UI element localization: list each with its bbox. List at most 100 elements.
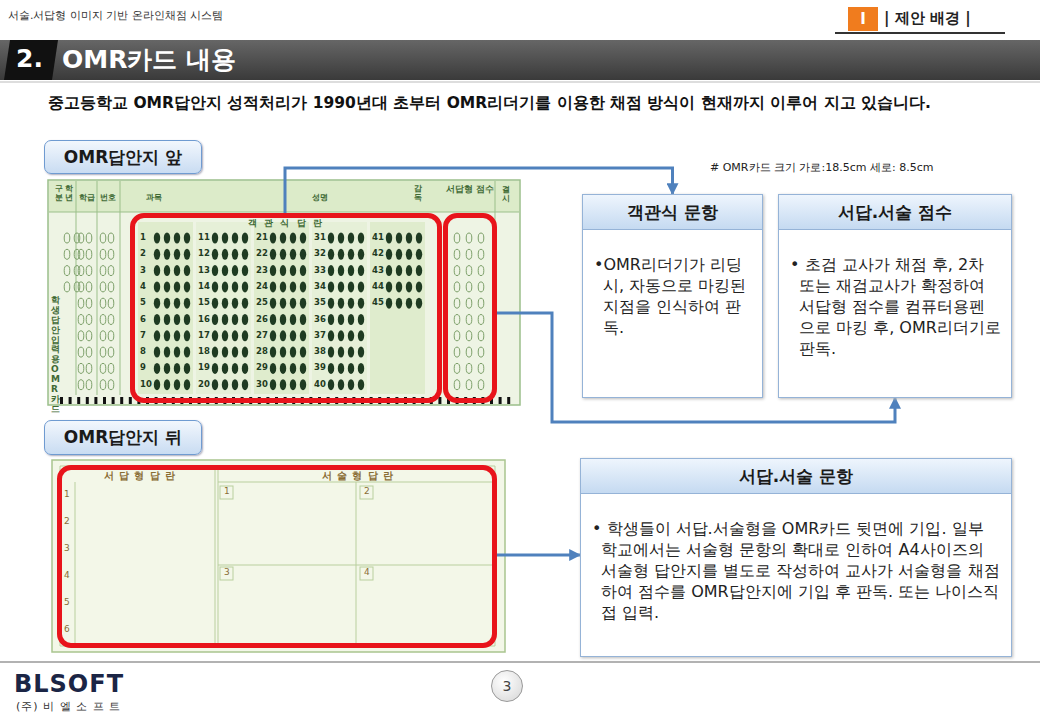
- answer-column-shade: [138, 222, 193, 394]
- id-bubble: [108, 363, 114, 373]
- highlight-frame: 객 관 식 답 란: [130, 213, 442, 403]
- section-number: 2.: [16, 44, 43, 73]
- answer-bubble: [164, 314, 170, 325]
- answer-bubble: [242, 379, 248, 390]
- answer-bubble: [280, 281, 286, 292]
- id-bubble: [108, 266, 114, 276]
- answer-bubble: [184, 363, 190, 374]
- score-bubble: [466, 282, 472, 292]
- answer-bubble: [386, 265, 392, 276]
- score-bubble: [478, 363, 484, 373]
- answer-bubble: [164, 233, 170, 244]
- id-bubble: [86, 363, 92, 373]
- answer-bubble: [232, 330, 238, 341]
- answer-bubble: [290, 363, 296, 374]
- page-number: 3: [491, 670, 523, 702]
- highlight-frame: 서답형 점수: [443, 213, 497, 403]
- timing-mark: [103, 397, 106, 404]
- score-bubble: [454, 233, 460, 243]
- question-number: 23: [256, 265, 268, 275]
- id-bubble: [100, 331, 106, 341]
- timing-mark: [120, 397, 123, 404]
- id-bubble: [100, 282, 106, 292]
- answer-bubble: [300, 233, 306, 244]
- answer-bubble: [280, 249, 286, 260]
- score-bubble: [454, 249, 460, 259]
- card-field: 구분: [55, 185, 63, 203]
- answer-bubble: [358, 281, 364, 292]
- answer-bubble: [164, 249, 170, 260]
- answer-bubble: [300, 330, 306, 341]
- answer-bubble: [280, 379, 286, 390]
- answer-bubble: [154, 265, 160, 276]
- card-field: 결시: [502, 186, 510, 204]
- question-number: 4: [140, 281, 146, 291]
- answer-bubble: [338, 347, 344, 358]
- answer-bubble: [174, 249, 180, 260]
- answer-bubble: [222, 281, 228, 292]
- answer-bubble: [184, 249, 190, 260]
- short-answer-number: 1: [64, 489, 70, 499]
- score-bubble: [466, 315, 472, 325]
- id-bubble: [108, 315, 114, 325]
- answer-bubble: [174, 281, 180, 292]
- answer-bubble: [164, 330, 170, 341]
- question-number: 26: [256, 314, 268, 324]
- answer-bubble: [348, 330, 354, 341]
- id-bubble: [78, 315, 84, 325]
- answer-bubble: [174, 347, 180, 358]
- answer-bubble: [154, 363, 160, 374]
- answer-bubble: [338, 233, 344, 244]
- box-body: •OMR리더기가 리딩시, 자동으로 마킹된 지점을 인식하여 판독.: [583, 230, 762, 348]
- score-bubble: [478, 282, 484, 292]
- answer-bubble: [300, 363, 306, 374]
- answer-bubble: [290, 281, 296, 292]
- node-text: OMR답안지 뒤: [64, 426, 182, 449]
- id-bubble: [86, 233, 92, 243]
- section-badge: Ⅰ: [848, 7, 878, 31]
- answer-bubble: [338, 330, 344, 341]
- answer-bubble: [290, 249, 296, 260]
- answer-bubble: [174, 298, 180, 309]
- question-number: 19: [198, 362, 210, 372]
- question-number: 1: [140, 232, 146, 242]
- score-bubble: [466, 298, 472, 308]
- box-heading: 객관식 문항: [583, 195, 762, 230]
- answer-bubble: [416, 281, 422, 292]
- node-text: 3: [503, 678, 512, 694]
- question-number: 2: [140, 248, 146, 258]
- answer-bubble: [396, 298, 402, 309]
- answer-bubble: [270, 265, 276, 276]
- card-field: 번호: [100, 192, 116, 203]
- id-bubble: [100, 347, 106, 357]
- answer-bubble: [164, 363, 170, 374]
- title-number-block: [4, 40, 58, 80]
- score-bubble: [478, 315, 484, 325]
- short-answer-number: 2: [64, 516, 70, 526]
- answer-bubble: [212, 363, 218, 374]
- card-field: 과목: [146, 192, 162, 203]
- answer-bubble: [328, 314, 334, 325]
- title-rule: [0, 82, 1040, 83]
- answer-bubble: [222, 265, 228, 276]
- answer-bubble: [212, 265, 218, 276]
- question-number: 9: [140, 362, 146, 372]
- answer-bubble: [348, 265, 354, 276]
- answer-bubble: [184, 330, 190, 341]
- answer-bubble: [328, 265, 334, 276]
- id-bubble: [100, 266, 106, 276]
- timing-mark: [499, 397, 502, 404]
- answer-bubble: [212, 281, 218, 292]
- node-text: Ⅰ: [860, 10, 866, 28]
- box-body: • 초검 교사가 채점 후, 2차 또는 재검교사가 확정하여 서답형 점수를 …: [779, 230, 1011, 370]
- answer-bubble: [328, 347, 334, 358]
- question-number: 24: [256, 281, 268, 291]
- question-number: 6: [140, 314, 146, 324]
- answer-bubble: [290, 298, 296, 309]
- box-heading: 서답.서술 문항: [581, 459, 1011, 494]
- answer-bubble: [270, 363, 276, 374]
- answer-bubble: [338, 363, 344, 374]
- answer-bubble: [348, 347, 354, 358]
- answer-bubble: [328, 281, 334, 292]
